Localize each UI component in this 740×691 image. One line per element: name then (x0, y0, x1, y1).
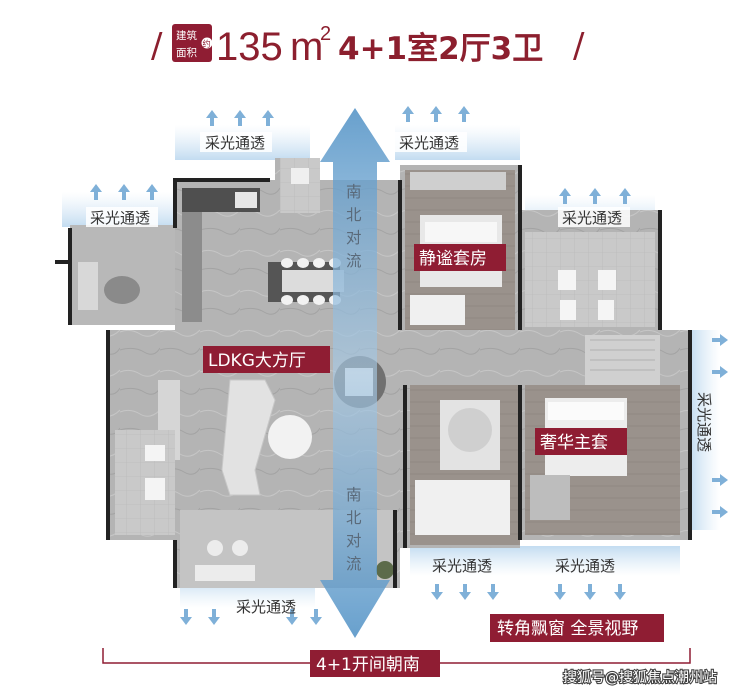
light-label-upper-right: 采光通透 (562, 209, 622, 227)
convection-upper-4: 流 (346, 252, 362, 270)
tag-master-suite: 奢华主套 (540, 433, 608, 453)
convection-lower-3: 对 (346, 532, 362, 550)
tag-ldkg-bg (203, 346, 330, 373)
header: / 建筑 面积 约 135 m 2 4+1室2厅3卫 / (151, 23, 585, 69)
convection-lower-2: 北 (346, 509, 362, 527)
master-desk (530, 475, 570, 520)
light-label-top-mid: 采光通透 (399, 134, 459, 152)
watermark-text: 搜狐号@搜狐焦点潮州站 (563, 670, 717, 686)
tag-south-rooms-bg (310, 650, 440, 677)
airflow-arrow: 南 北 对 流 南 北 对 流 (320, 108, 390, 638)
area-unit: m (290, 25, 323, 69)
sink-a (558, 270, 576, 290)
second-bed-pattern (448, 408, 492, 452)
south-rooms-bracket (102, 648, 691, 664)
tag-quiet-suite: 静谧套房 (419, 249, 487, 269)
toilet-a (560, 300, 576, 320)
tag-corner-window-bg (490, 614, 664, 642)
dining-table (282, 270, 344, 292)
left-bathroom-sink (145, 445, 165, 461)
watermark: 搜狐号@搜狐焦点潮州站 (562, 669, 718, 687)
area-value: 135 (216, 25, 283, 69)
tag-quiet-suite-bg (414, 244, 506, 271)
light-labels: 采光通透 采光通透 采光通透 采光通透 采光通透 采光通透 采光通透 采光通透 (86, 132, 713, 616)
convection-upper-2: 北 (346, 206, 362, 224)
convection-upper-3: 对 (346, 229, 362, 247)
area-badge-suffix: 约 (203, 39, 211, 49)
light-label-bottom-left: 采光通透 (236, 598, 296, 616)
light-label-bottom-right: 采光通透 (555, 557, 615, 575)
header-slash-right: / (573, 26, 585, 66)
area-unit-sup: 2 (320, 23, 331, 45)
quiet-suite-sofa (410, 295, 465, 325)
convection-lower-4: 流 (346, 555, 362, 573)
area-badge-line2: 面积 (176, 47, 197, 59)
layout-title: 4+1室2厅3卫 (338, 31, 543, 67)
ensuite-bathrooms (525, 232, 655, 327)
second-sofa (415, 480, 510, 535)
convection-upper-1: 南 (346, 183, 362, 201)
area-badge-dot (201, 37, 213, 49)
storage-stool (104, 276, 140, 304)
header-slash-left: / (151, 26, 163, 66)
convection-lower-1: 南 (346, 486, 362, 504)
area-badge-line1: 建筑 (176, 29, 197, 42)
sink-b (598, 270, 616, 290)
area-badge (172, 24, 212, 62)
coffee-table (268, 415, 312, 459)
light-label-top-left: 采光通透 (205, 134, 265, 152)
kitchen-counter-side (182, 212, 202, 322)
living-sofa (221, 379, 276, 496)
light-label-upper-left: 采光通透 (90, 209, 150, 227)
toilet-b (598, 300, 614, 320)
light-arrows (90, 106, 728, 625)
tag-corner-window: 转角飘窗 全景视野 (497, 619, 638, 639)
walls (55, 165, 692, 588)
top-bathroom-sink (291, 168, 309, 184)
storage-bench (78, 262, 98, 310)
kitchen-sink (235, 192, 257, 208)
room-tags: 静谧套房 LDKG大方厅 奢华主套 转角飘窗 全景视野 4+1开间朝南 (203, 244, 664, 677)
left-bathroom-toilet (145, 478, 165, 500)
light-label-right-side: 采光通透 (695, 392, 713, 452)
tag-ldkg: LDKG大方厅 (208, 351, 306, 371)
tag-south-rooms: 4+1开间朝南 (316, 655, 420, 675)
quiet-suite-wardrobe (410, 172, 506, 190)
balcony-chairs (195, 540, 255, 581)
balcony-plant (376, 561, 394, 579)
tag-master-suite-bg (535, 428, 627, 455)
top-bathroom (280, 158, 320, 213)
north-south-arrow (320, 108, 390, 638)
light-label-bottom-mid: 采光通透 (432, 557, 492, 575)
